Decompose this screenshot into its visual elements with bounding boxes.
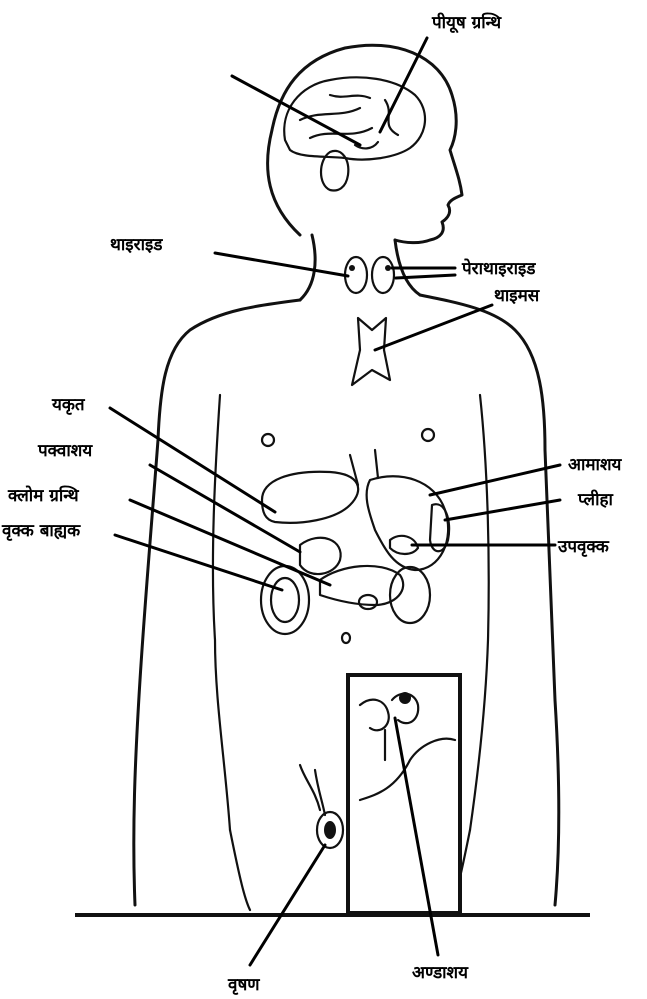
label-duodenum: पक्वाशय bbox=[37, 441, 93, 461]
label-parathyroid: पेराथाइराइड bbox=[461, 258, 536, 279]
label-adrenal: उपवृक्क bbox=[557, 537, 610, 557]
label-ovary: अण्डाशय bbox=[412, 963, 469, 983]
label-pituitary: पीयूष ग्रन्थि bbox=[431, 12, 502, 34]
ovary-inset bbox=[348, 675, 460, 913]
label-liver: यकृत bbox=[51, 395, 86, 415]
thymus-gland bbox=[352, 318, 390, 385]
label-stomach: आमाशय bbox=[568, 455, 623, 475]
thyroid-gland bbox=[345, 257, 394, 293]
label-thyroid: थाइराइड bbox=[110, 235, 163, 255]
label-thymus: थाइमस bbox=[494, 286, 541, 306]
labels: पीयूष ग्रन्थि थाइराइड पेराथाइराइड थाइमस … bbox=[1, 12, 623, 995]
testis bbox=[300, 765, 343, 848]
stomach bbox=[350, 450, 448, 570]
kidney bbox=[261, 566, 430, 634]
label-testis: वृषण bbox=[227, 975, 260, 995]
duodenum-pancreas bbox=[300, 538, 403, 609]
label-pancreas: क्लोम ग्रन्थि bbox=[7, 485, 80, 506]
brain bbox=[284, 77, 425, 159]
label-spleen: प्लीहा bbox=[577, 489, 613, 510]
label-kidney: वृक्क बाह्यक bbox=[1, 521, 81, 541]
liver bbox=[262, 472, 358, 523]
head-outline bbox=[268, 45, 462, 242]
